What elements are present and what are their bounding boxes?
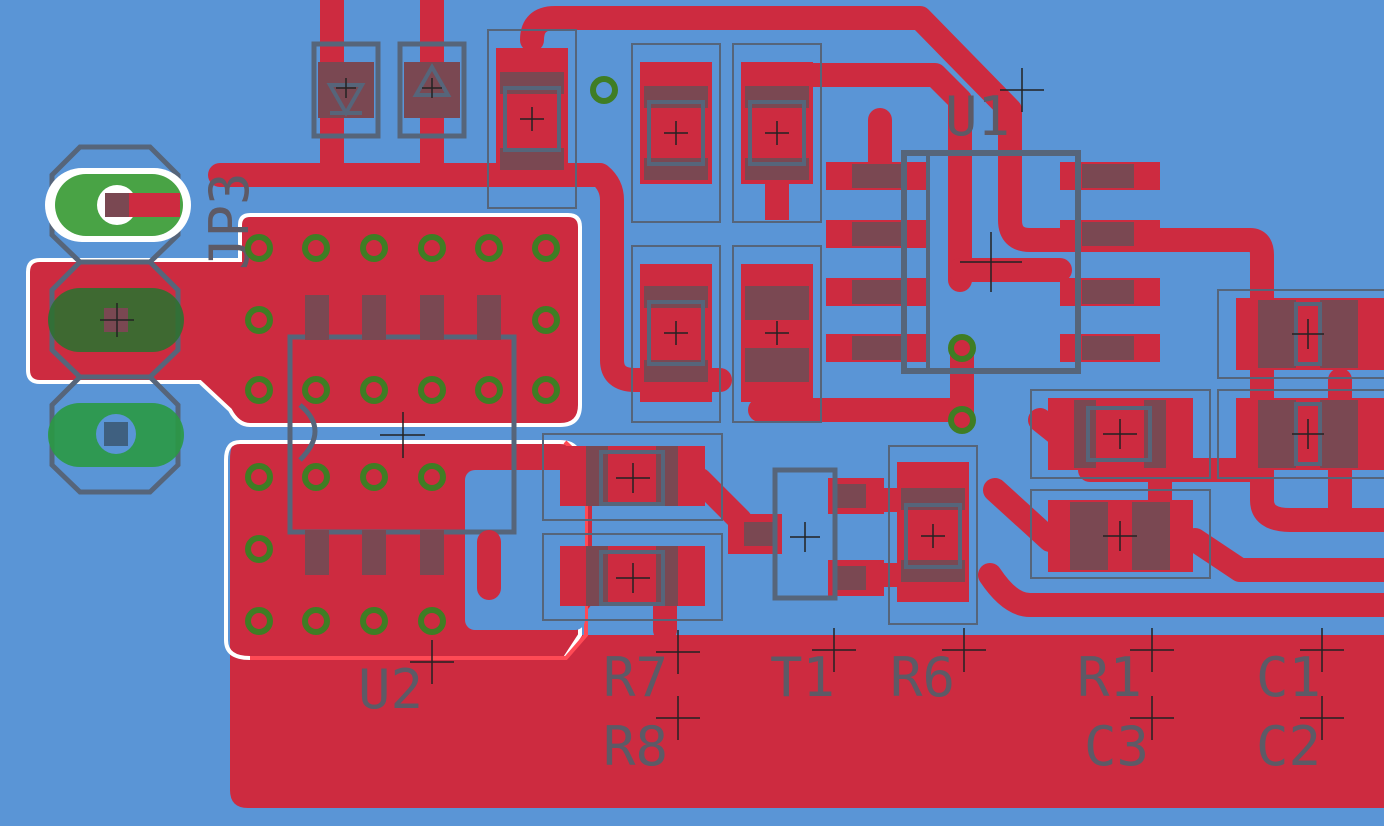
c3-label: C3: [1084, 715, 1149, 778]
smd-pair-lower-left[interactable]: [631, 245, 721, 423]
c2-capacitor[interactable]: [1217, 389, 1384, 479]
diode-left[interactable]: [311, 41, 381, 139]
c3-capacitor[interactable]: [1030, 489, 1211, 579]
r1-label: R1: [1077, 646, 1142, 709]
jp3-jumper[interactable]: [45, 144, 191, 495]
t1-label: T1: [770, 646, 835, 709]
r8-label: R8: [603, 715, 668, 778]
u2-header: [287, 295, 517, 600]
r1-resistor[interactable]: [1030, 389, 1211, 479]
smd-pair-upper-right[interactable]: [732, 43, 822, 223]
smd-top-left[interactable]: [487, 29, 577, 209]
r7-resistor[interactable]: [542, 433, 723, 521]
u1-ic[interactable]: [826, 68, 1160, 374]
r6-resistor[interactable]: [888, 445, 978, 625]
t1-transistor[interactable]: [728, 467, 884, 601]
smd-pair-lower-right[interactable]: [732, 245, 822, 423]
smd-pair-upper-left[interactable]: [631, 43, 721, 223]
u1-label: U1: [945, 85, 1010, 148]
via-grid: [245, 76, 976, 635]
r6-label: R6: [890, 646, 955, 709]
r8-resistor[interactable]: [542, 533, 723, 621]
label-origins: [410, 628, 1344, 740]
c2-label: C2: [1256, 715, 1321, 778]
diode-right[interactable]: [397, 41, 467, 139]
c1-label: C1: [1256, 646, 1321, 709]
u2-label: U2: [358, 658, 423, 721]
r7-label: R7: [603, 646, 668, 709]
connector-copper-region: [26, 213, 582, 427]
c1-capacitor[interactable]: [1217, 289, 1384, 379]
